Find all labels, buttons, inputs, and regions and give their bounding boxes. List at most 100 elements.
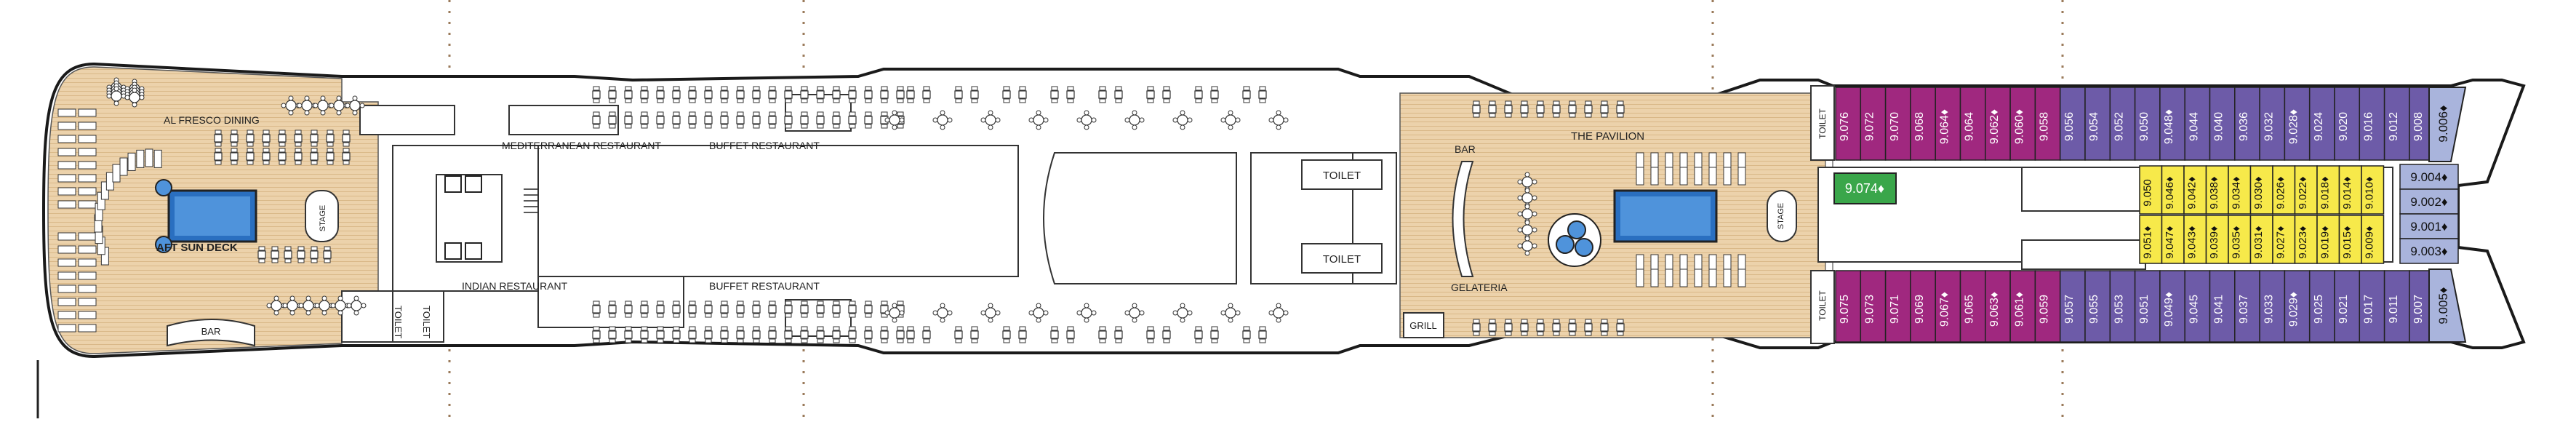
table-with-chairs (1504, 100, 1513, 118)
cabin-top-1[interactable]: 9.072 (1860, 87, 1887, 161)
cabin-label: 9.032 (2263, 112, 2275, 141)
cabin-inner-bottom-9[interactable]: 9.015♦ (2338, 215, 2362, 264)
cabin-bow-1[interactable]: 9.002♦ (2399, 188, 2459, 215)
cabin-bottom-21[interactable]: 9.017 (2359, 270, 2385, 343)
cabin-top-8[interactable]: 9.058 (2034, 87, 2061, 161)
cabin-top-15[interactable]: 9.040 (2209, 87, 2236, 161)
cabin-inner-top-2[interactable]: 9.042♦ (2183, 165, 2207, 215)
cabin-label: 9.057 (2063, 295, 2076, 324)
table-with-chairs (640, 300, 649, 318)
cabin-top-0[interactable]: 9.076 (1835, 87, 1862, 161)
cabin-bottom-5[interactable]: 9.065 (1959, 270, 1986, 343)
cabin-top-16[interactable]: 9.036 (2234, 87, 2260, 161)
cabin-bottom-0[interactable]: 9.075 (1835, 270, 1862, 343)
cabin-bottom-11[interactable]: 9.053 (2109, 270, 2136, 343)
cabin-label: 9.016 (2362, 112, 2375, 141)
cabin-bow-2[interactable]: 9.001♦ (2399, 213, 2459, 239)
cabin-inner-top-3[interactable]: 9.038♦ (2205, 165, 2229, 215)
cabin-label: 9.026♦ (2274, 176, 2287, 210)
cabin-bottom-19[interactable]: 9.025 (2308, 270, 2335, 343)
cabin-inner-bottom-4[interactable]: 9.035♦ (2228, 215, 2252, 264)
cabin-bottom-6[interactable]: 9.063♦ (1985, 270, 2011, 343)
cabin-inner-bottom-1[interactable]: 9.047♦ (2161, 215, 2185, 264)
cabin-bottom-17[interactable]: 9.033 (2259, 270, 2286, 343)
cabin-top-3[interactable]: 9.068 (1910, 87, 1936, 161)
table-with-chairs (832, 86, 841, 103)
round-table (1124, 110, 1145, 130)
cabin-bottom-10[interactable]: 9.055 (2084, 270, 2111, 343)
cabin-bottom-20[interactable]: 9.021 (2334, 270, 2361, 343)
cabin-inner-top-10[interactable]: 9.010♦ (2361, 165, 2385, 215)
cabin-bottom-15[interactable]: 9.041 (2209, 270, 2236, 343)
cabin-top-7[interactable]: 9.060♦ (2009, 87, 2036, 161)
sun-lounger (57, 284, 76, 293)
table-with-chairs (720, 326, 729, 343)
cabin-inner-top-9[interactable]: 9.014♦ (2338, 165, 2362, 215)
cabin-top-17[interactable]: 9.032 (2259, 87, 2286, 161)
cabin-bottom-14[interactable]: 9.045 (2184, 270, 2211, 343)
cabin-inner-bottom-0[interactable]: 9.051♦ (2139, 215, 2163, 264)
cabin-inner-bottom-3[interactable]: 9.039♦ (2205, 215, 2229, 264)
cabin-label: 9.046♦ (2164, 176, 2176, 210)
cabin-inner-top-8[interactable]: 9.018♦ (2316, 165, 2340, 215)
cabin-bottom-3[interactable]: 9.069 (1910, 270, 1936, 343)
cabin-bottom-8[interactable]: 9.059 (2034, 270, 2061, 343)
cabin-inner-top-4[interactable]: 9.034♦ (2228, 165, 2252, 215)
cabin-top-20[interactable]: 9.020 (2334, 87, 2361, 161)
cabin-bow-0[interactable]: 9.004♦ (2399, 164, 2459, 190)
cabin-bottom-1[interactable]: 9.073 (1860, 270, 1887, 343)
cabin-bottom-13[interactable]: 9.049♦ (2159, 270, 2185, 343)
cabin-bow-3[interactable]: 9.003♦ (2399, 238, 2459, 264)
cabin-inner-top-5[interactable]: 9.030♦ (2249, 165, 2273, 215)
cabin-top-10[interactable]: 9.054 (2084, 87, 2111, 161)
cabin-label: 9.076 (1839, 112, 1851, 141)
cabin-top-9[interactable]: 9.056 (2059, 87, 2086, 161)
cabin-top-4[interactable]: 9.064♦ (1935, 87, 1961, 161)
cabin-bottom-12[interactable]: 9.051 (2134, 270, 2161, 343)
cabin-top-22[interactable]: 9.012 (2383, 87, 2410, 161)
cabin-inner-bottom-6[interactable]: 9.027♦ (2272, 215, 2296, 264)
cabin-inner-bottom-10[interactable]: 9.009♦ (2361, 215, 2385, 264)
cabin-top-13[interactable]: 9.048♦ (2159, 87, 2185, 161)
table-with-chairs (864, 326, 873, 343)
cabin-9-074[interactable]: 9.074♦ (1833, 172, 1897, 204)
cabin-top-6[interactable]: 9.062♦ (1985, 87, 2011, 161)
cabin-top-19[interactable]: 9.024 (2308, 87, 2335, 161)
table-with-chairs (672, 86, 681, 103)
cabin-top-21[interactable]: 9.016 (2359, 87, 2385, 161)
cabin-bottom-7[interactable]: 9.061♦ (2009, 270, 2036, 343)
sun-lounger (78, 245, 97, 254)
round-table (1076, 303, 1097, 323)
cabin-9-006[interactable]: 9.006♦ (2428, 87, 2467, 162)
cabin-top-2[interactable]: 9.070 (1884, 87, 1911, 161)
cabin-label: 9.018♦ (2319, 176, 2331, 210)
cabin-inner-bottom-7[interactable]: 9.023♦ (2294, 215, 2318, 264)
cabin-top-12[interactable]: 9.050 (2134, 87, 2161, 161)
cabin-inner-top-0[interactable]: 9.050 (2139, 165, 2163, 215)
cabin-top-14[interactable]: 9.044 (2184, 87, 2211, 161)
cabin-bottom-2[interactable]: 9.071 (1884, 270, 1911, 343)
cabin-bottom-4[interactable]: 9.067♦ (1935, 270, 1961, 343)
cabin-inner-top-6[interactable]: 9.026♦ (2272, 165, 2296, 215)
cabin-inner-top-1[interactable]: 9.046♦ (2161, 165, 2185, 215)
cabin-top-5[interactable]: 9.064 (1959, 87, 1986, 161)
cabin-inner-bottom-8[interactable]: 9.019♦ (2316, 215, 2340, 264)
cabin-label: 9.020 (2337, 112, 2350, 141)
cabin-bottom-18[interactable]: 9.029♦ (2284, 270, 2311, 343)
cabin-inner-top-7[interactable]: 9.022♦ (2294, 165, 2318, 215)
cabin-bottom-16[interactable]: 9.037 (2234, 270, 2260, 343)
cabin-inner-bottom-2[interactable]: 9.043♦ (2183, 215, 2207, 264)
table-with-chairs (1162, 326, 1171, 343)
table-with-chairs (688, 326, 697, 343)
cabin-bottom-22[interactable]: 9.011 (2383, 270, 2410, 343)
sun-lounger (1737, 167, 1746, 186)
cabin-top-18[interactable]: 9.028♦ (2284, 87, 2311, 161)
table-with-chairs (214, 148, 223, 165)
table-with-chairs (1002, 326, 1011, 343)
cabin-9-005[interactable]: 9.005♦ (2428, 268, 2467, 343)
cabin-inner-bottom-5[interactable]: 9.031♦ (2249, 215, 2273, 264)
sun-lounger (78, 311, 97, 319)
cabin-bottom-9[interactable]: 9.057 (2059, 270, 2086, 343)
cabin-top-11[interactable]: 9.052 (2109, 87, 2136, 161)
table-with-chairs (310, 148, 319, 165)
